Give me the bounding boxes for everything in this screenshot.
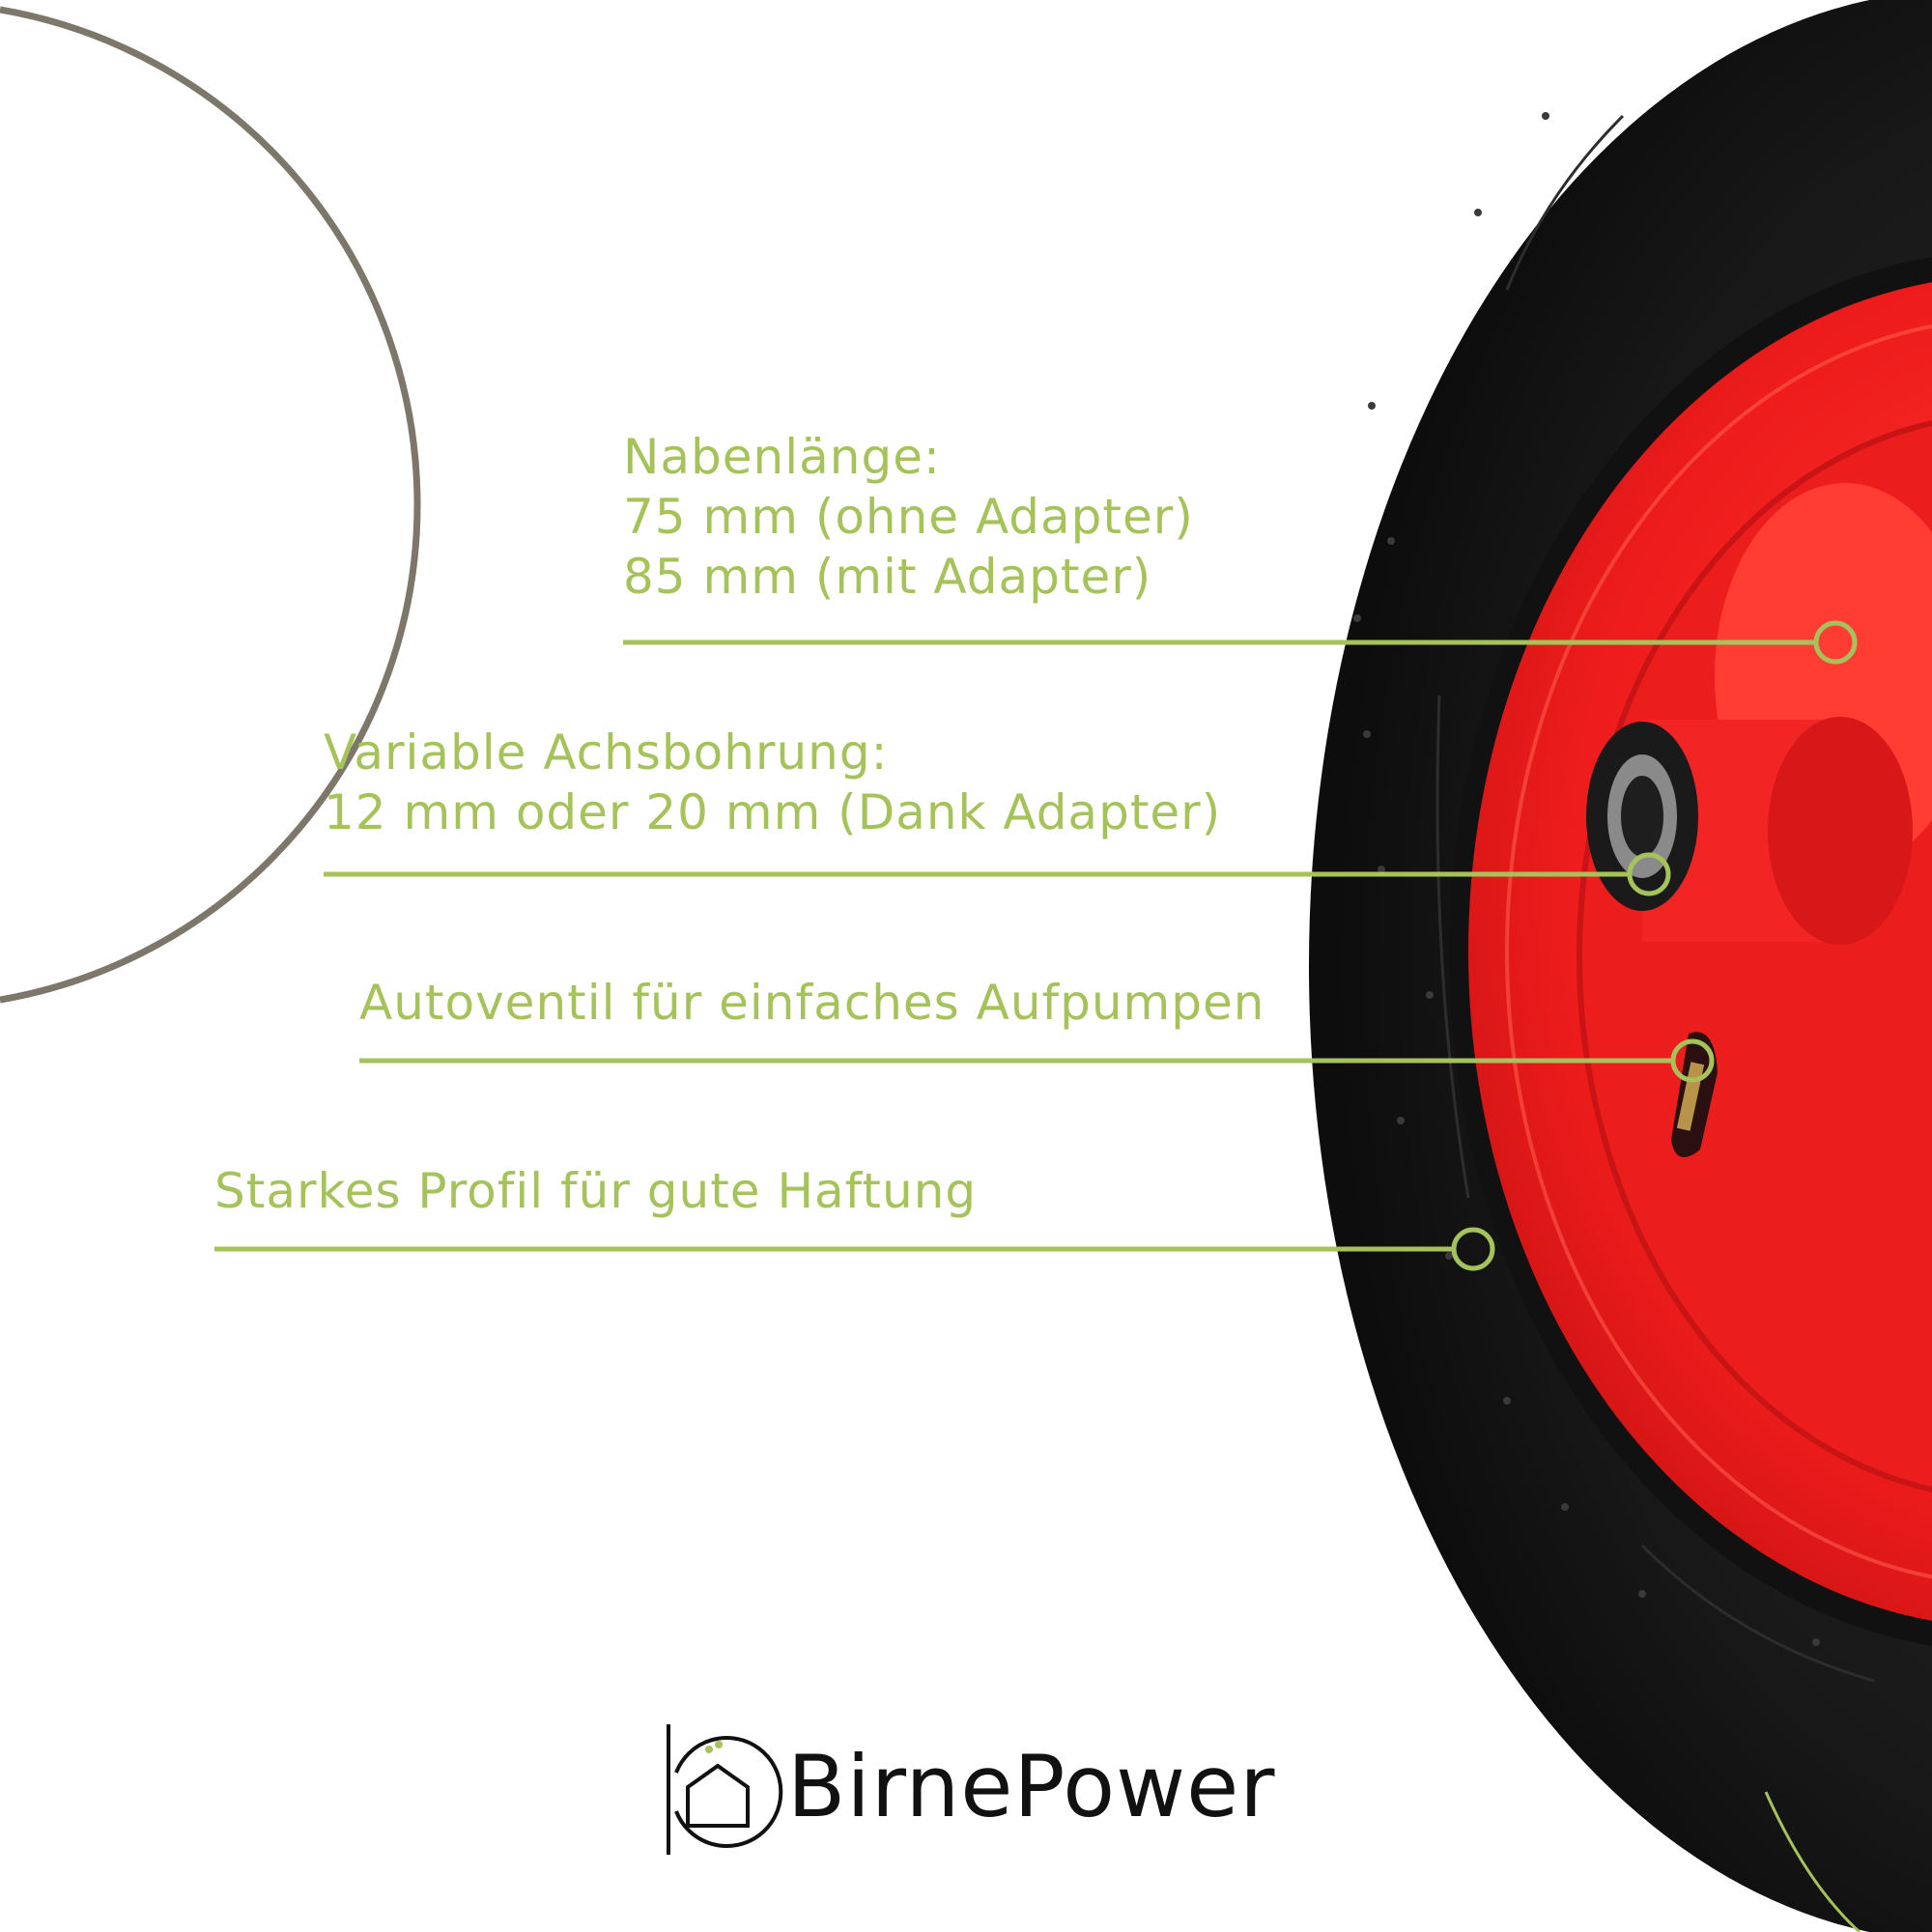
axle-bore-title: Variable Achsbohrung:: [324, 724, 889, 781]
valve-marker: [1670, 1038, 1715, 1083]
tread-title: Starkes Profil für gute Haftung: [214, 1163, 978, 1219]
callout-valve: Autoventil für einfaches Aufpumpen: [359, 973, 1264, 1033]
brand-logo-icon: [667, 1724, 783, 1855]
hub-length-title: Nabenlänge:: [623, 429, 941, 485]
hub-length-with-adapter: 85 mm (mit Adapter): [623, 549, 1152, 605]
callout-axle-bore: Variable Achsbohrung: 12 mm oder 20 mm (…: [324, 723, 1221, 842]
decorative-green-arc: [1764, 1791, 1861, 1932]
callout-tread: Starkes Profil für gute Haftung: [214, 1161, 977, 1221]
tire-tread-texture: [1353, 112, 1820, 1646]
hub-length-without-adapter: 75 mm (ohne Adapter): [623, 489, 1194, 545]
wheel: [1309, 0, 1932, 1932]
callout-hub-length: Nabenlänge: 75 mm (ohne Adapter) 85 mm (…: [623, 427, 1194, 607]
decorative-arc: [0, 6, 421, 1004]
tread-marker: [1451, 1227, 1495, 1271]
hub-length-marker: [1813, 620, 1858, 665]
valve-title: Autoventil für einfaches Aufpumpen: [359, 975, 1265, 1031]
brand-name: BirnePower: [787, 1737, 1276, 1836]
axle-bore-sizes: 12 mm oder 20 mm (Dank Adapter): [324, 784, 1222, 840]
axle-bore-marker: [1627, 852, 1671, 896]
